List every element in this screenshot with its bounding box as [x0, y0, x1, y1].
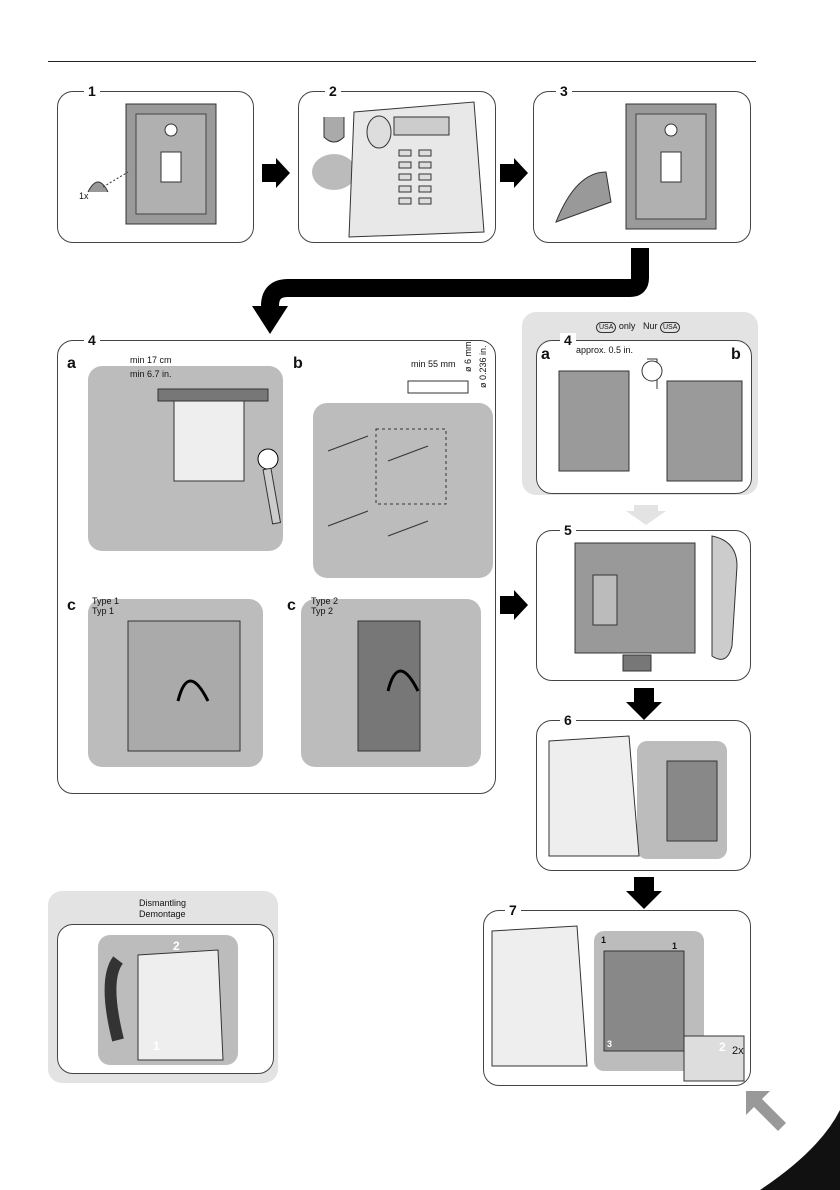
- substep-a-letter: a: [541, 347, 550, 363]
- substep-a-letter: a: [67, 356, 76, 372]
- usa-badge: USA: [660, 322, 680, 333]
- right-arrow-icon: [500, 158, 530, 188]
- step-2-panel: [298, 91, 496, 243]
- right-arrow-icon: [500, 590, 530, 620]
- phone-removal-illustration: [58, 925, 273, 1073]
- step-5-number: 5: [560, 523, 576, 537]
- step-3-number: 3: [556, 84, 572, 98]
- step-1-number: 1: [84, 84, 100, 98]
- step-7-marker: 2: [719, 1042, 726, 1052]
- step-7-marker: 1: [672, 941, 677, 951]
- quantity-label: 1x: [79, 191, 89, 201]
- dimension-label: min 55 mm: [411, 359, 456, 369]
- down-arrow-icon: [626, 688, 662, 720]
- wall-bracket-illustration: [58, 92, 253, 242]
- removal-step-number: 1: [153, 1041, 160, 1051]
- down-arrow-icon: [626, 505, 666, 525]
- dimension-label: min 6.7 in.: [130, 369, 172, 379]
- step-5-panel: [536, 530, 751, 681]
- phone-back-illustration: [537, 531, 750, 680]
- usa-only-note: USA only Nur USA: [596, 321, 680, 333]
- step-4-usa-number: 4: [560, 333, 576, 347]
- approx-label: approx. 0.5 in.: [576, 345, 633, 355]
- step-1-panel: [57, 91, 254, 243]
- type-label: Type 2: [311, 596, 338, 606]
- dismantling-title-german: Demontage: [139, 909, 186, 919]
- removal-step-number: 2: [173, 941, 180, 951]
- step-7-marker: 3: [607, 1039, 612, 1049]
- substep-b-letter: b: [293, 356, 303, 372]
- type-label: Typ 1: [92, 606, 114, 616]
- usa-mounting-illustration: [537, 341, 751, 493]
- step-6-panel: [536, 720, 751, 871]
- mounting-illustration: [58, 341, 495, 793]
- down-arrow-icon: [626, 877, 662, 909]
- type-label: Typ 2: [311, 606, 333, 616]
- diameter-label: ø 0.236 in.: [478, 345, 488, 388]
- dismantling-title: Dismantling: [139, 898, 186, 908]
- top-rule: [48, 61, 756, 62]
- nur-label: Nur: [643, 321, 658, 331]
- step-4-number: 4: [84, 333, 100, 347]
- substep-c-letter: c: [287, 598, 296, 614]
- substep-c-letter: c: [67, 598, 76, 614]
- phone-attach-illustration: [537, 721, 750, 870]
- step-7-number: 7: [505, 903, 521, 917]
- repeat-count: 2x: [732, 1046, 744, 1056]
- diameter-label: ø 6 mm: [463, 342, 473, 373]
- final-assembly-illustration: [484, 911, 750, 1085]
- dimension-label: min 17 cm: [130, 355, 172, 365]
- step-3-panel: [533, 91, 751, 243]
- step-7-marker: 1: [601, 935, 606, 945]
- step-4-panel: [57, 340, 496, 794]
- step-7-panel: [483, 910, 751, 1086]
- step-2-number: 2: [325, 84, 341, 98]
- dismantling-panel: [57, 924, 274, 1074]
- step-6-number: 6: [560, 713, 576, 727]
- usa-badge: USA: [596, 322, 616, 333]
- step-4-usa-panel: [536, 340, 752, 494]
- type-label: Type 1: [92, 596, 119, 606]
- bracket-assembly-illustration: [534, 92, 750, 242]
- substep-b-letter: b: [731, 347, 741, 363]
- only-label: only: [619, 321, 636, 331]
- right-arrow-icon: [262, 158, 292, 188]
- phone-clip-illustration: [299, 92, 495, 242]
- page-curl: [730, 1090, 840, 1190]
